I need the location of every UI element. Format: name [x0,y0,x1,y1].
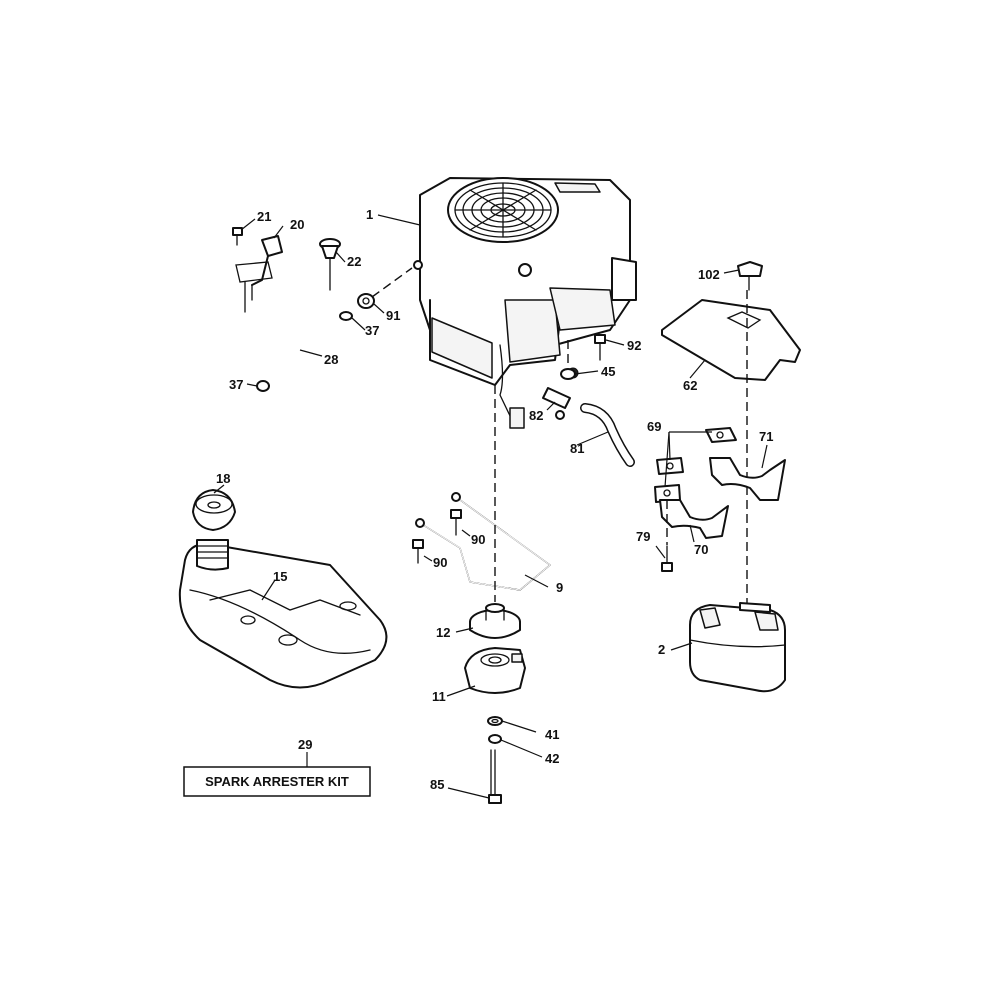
bolt-102 [737,261,763,291]
callout-2: 2 [658,642,665,657]
leader-lines [213,214,768,799]
bolt-90-upper [450,509,462,536]
bolt-90-lower [412,539,424,564]
callout-102: 102 [698,267,720,282]
callout-15: 15 [273,569,287,584]
bolt-79 [661,545,673,572]
callout-37-upper: 37 [365,323,379,338]
callout-21: 21 [257,209,271,224]
fuel-filter-82 [542,387,571,420]
nut-45 [560,368,576,380]
callout-37-lower: 37 [229,377,243,392]
spark-arrester-kit-label: SPARK ARRESTER KIT [205,774,349,789]
hose-clamp-37-lower [256,380,270,392]
spark-arrester-kit-box [183,766,371,797]
callout-85: 85 [430,777,444,792]
hose-clamp-37-upper [339,311,353,321]
fuel-fitting-91 [357,293,375,309]
exhaust-pipe-70 [659,499,729,539]
pto-clutch-11 [464,647,526,694]
callout-69: 69 [647,419,661,434]
callout-45: 45 [601,364,615,379]
choke-lever-assembly [235,235,283,313]
callout-20: 20 [290,217,304,232]
callout-18: 18 [216,471,230,486]
exhaust-pipe-71 [709,457,786,501]
callout-9: 9 [556,580,563,595]
callout-81: 81 [570,441,584,456]
callout-90-upper: 90 [471,532,485,547]
fuel-cap [192,489,236,531]
callout-82: 82 [529,408,543,423]
callout-90-lower: 90 [433,555,447,570]
callout-42: 42 [545,751,559,766]
heat-shield-62 [661,299,801,381]
callout-71: 71 [759,429,773,444]
callout-41: 41 [545,727,559,742]
callout-1: 1 [366,207,373,222]
pulley-12 [469,603,521,639]
callout-11: 11 [432,689,446,704]
engine [413,177,637,429]
callout-70: 70 [694,542,708,557]
gasket-69-top [705,427,737,443]
washer-41 [487,716,503,726]
washer-42 [488,734,502,744]
callout-62: 62 [683,378,697,393]
fuel-tank [178,539,388,689]
gasket-69-mid [656,457,684,475]
callout-92: 92 [627,338,641,353]
callout-12: 12 [436,625,450,640]
callout-91: 91 [386,308,400,323]
fuel-line [261,316,341,388]
fuel-hose-81 [580,403,635,467]
callout-22: 22 [347,254,361,269]
throttle-knob-22 [319,238,341,291]
callout-79: 79 [636,529,650,544]
bolt-92 [594,334,606,361]
callout-28: 28 [324,352,338,367]
bolt-85 [488,749,502,804]
screw-21 [232,227,243,246]
callout-29: 29 [298,737,312,752]
muffler [689,602,786,693]
